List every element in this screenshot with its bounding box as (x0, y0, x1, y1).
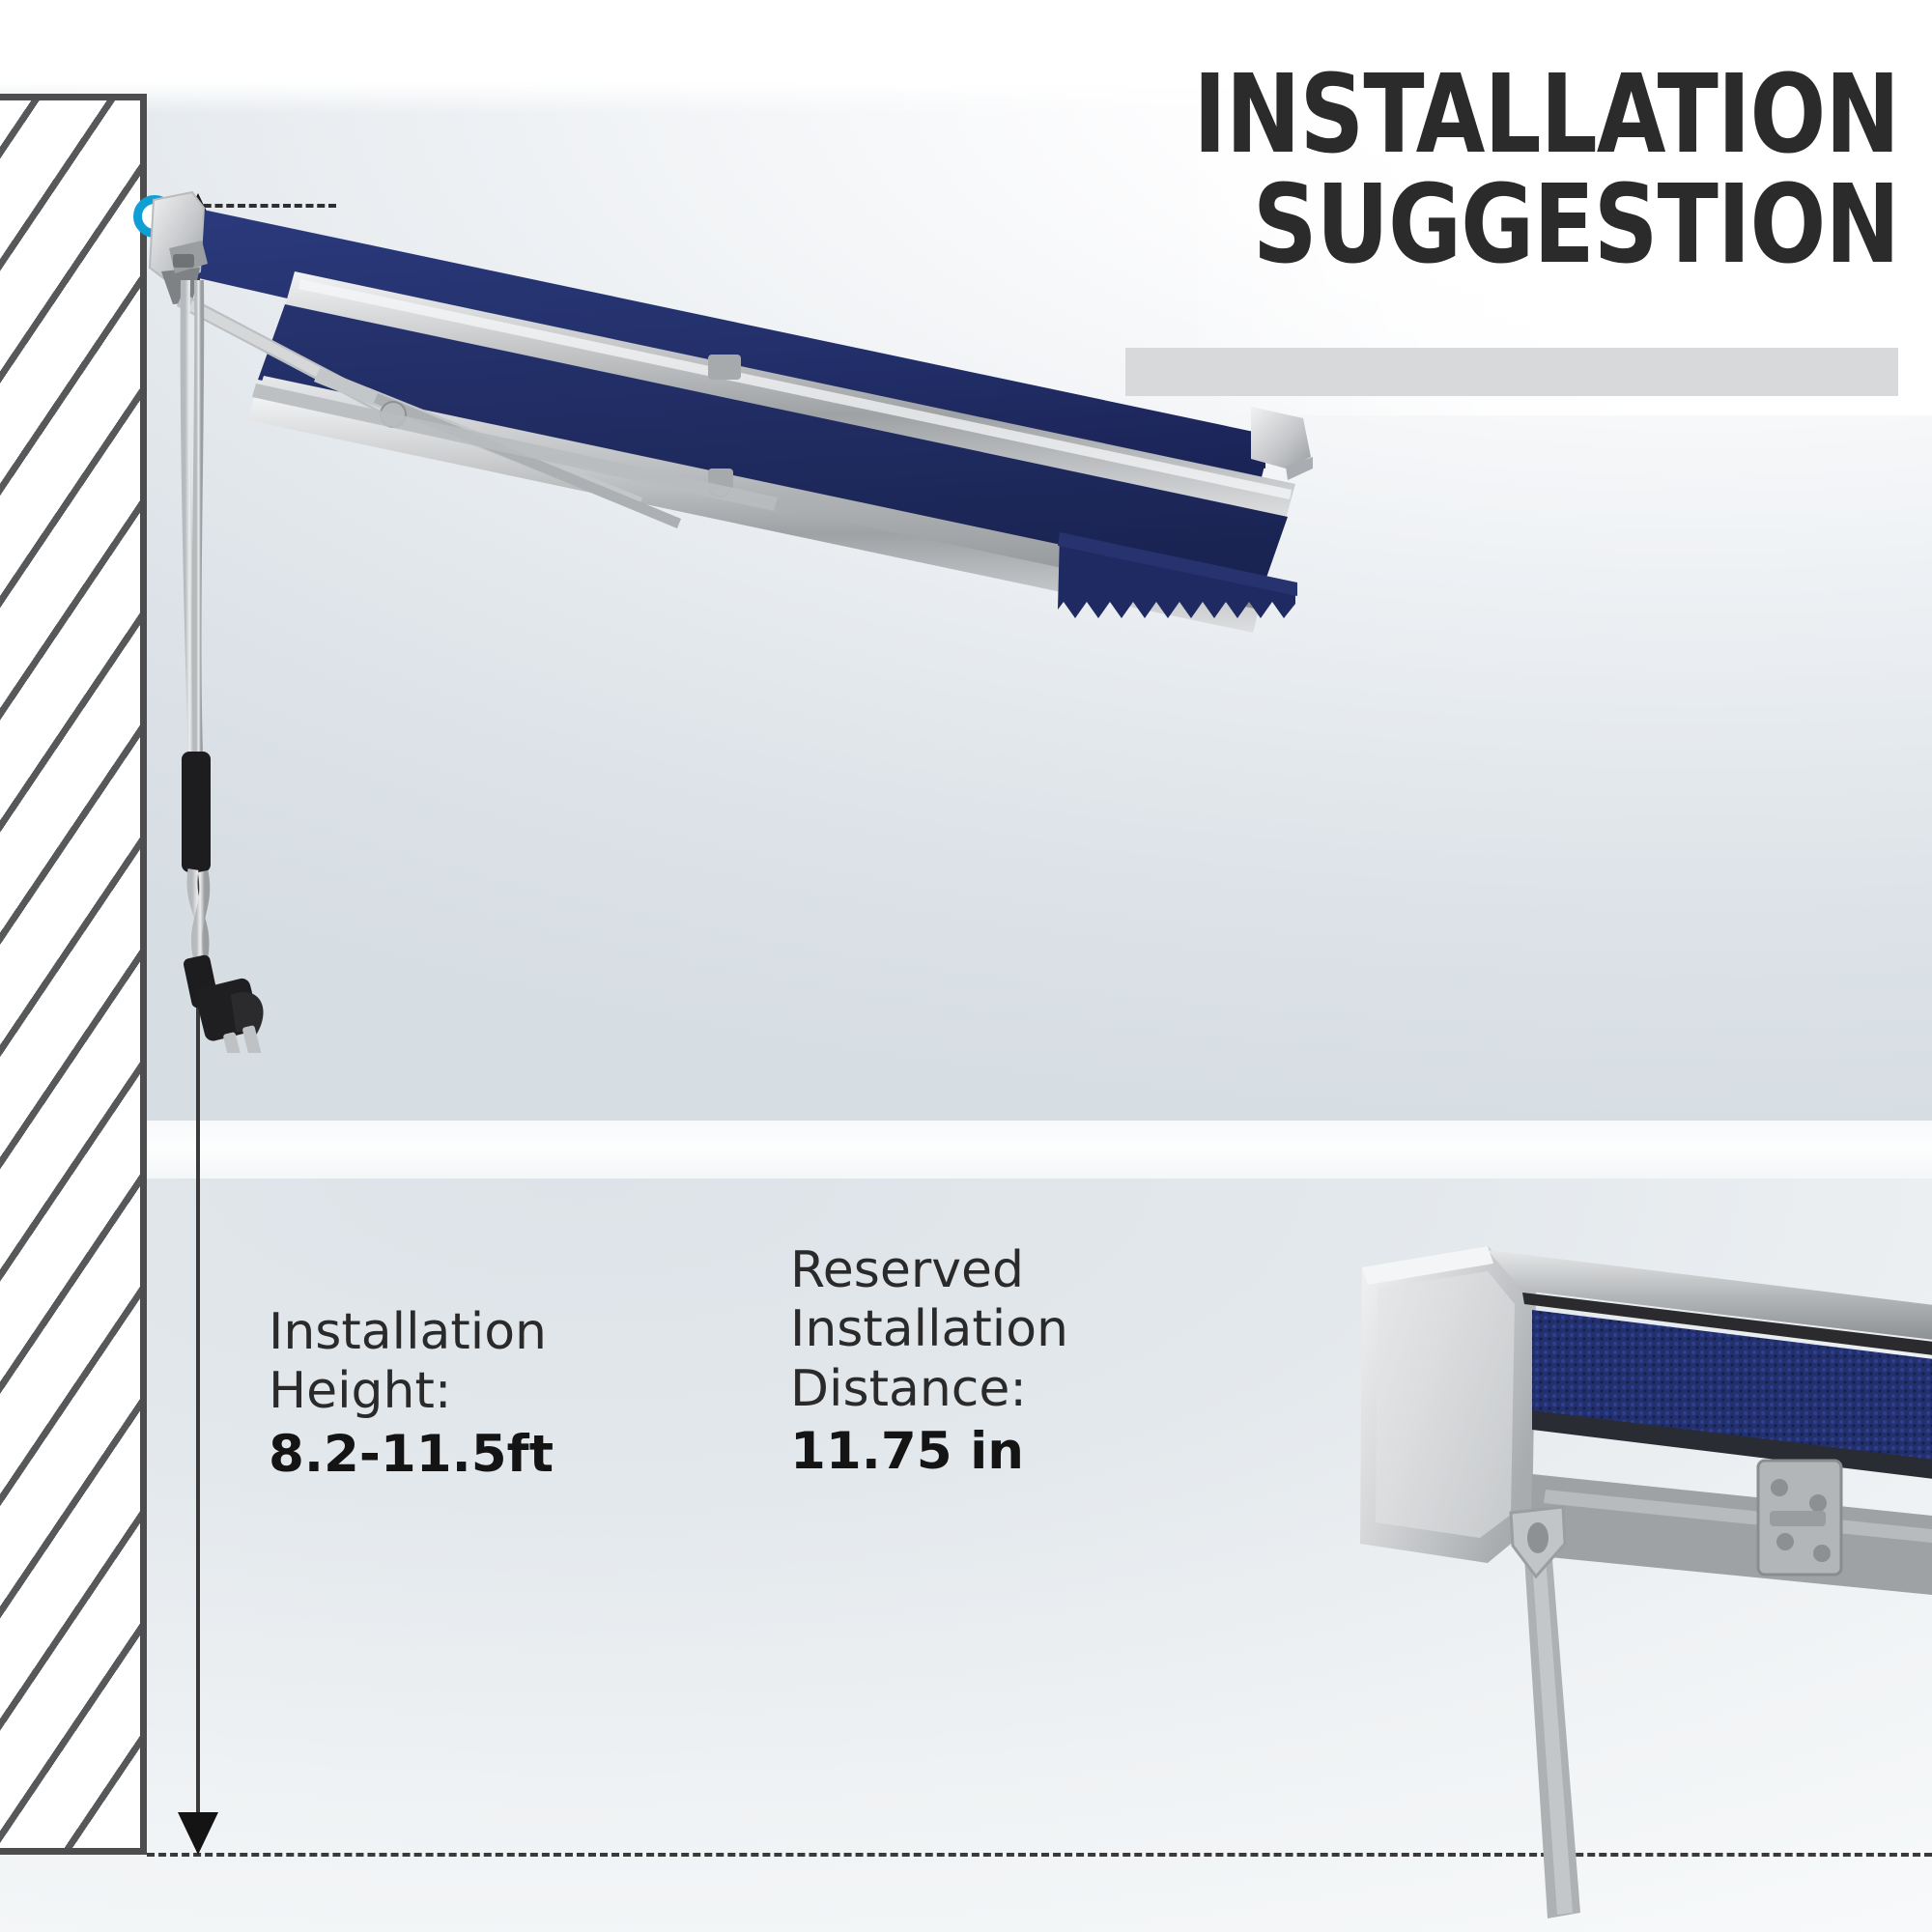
wall-hatch-pattern (0, 100, 140, 1848)
installation-height-dimension-line (196, 208, 200, 1840)
page-title-line-2: SUGGESTION (1252, 162, 1900, 289)
reserved-distance-label-line-2: Installation (790, 1300, 1069, 1359)
installation-height-label: Installation Height: 8.2-11.5ft (269, 1303, 554, 1485)
title-accent-bar (1125, 348, 1898, 396)
background-right-white-fade (1198, 0, 1932, 415)
installation-height-label-line-1: Installation (269, 1303, 548, 1361)
installation-height-value: 8.2-11.5ft (269, 1424, 554, 1484)
reserved-distance-label-line-1: Reserved (790, 1241, 1025, 1299)
dimension-arrow-down-icon (178, 1812, 218, 1855)
hatched-wall-section (0, 94, 147, 1855)
reserved-distance-value: 11.75 in (790, 1422, 1024, 1482)
reserved-distance-label: Reserved Installation Distance: 11.75 in (790, 1241, 1068, 1483)
page-title-line-1: INSTALLATION (1193, 52, 1900, 178)
mount-height-extension-line (147, 204, 336, 208)
reserved-distance-label-line-3: Distance: (790, 1359, 1027, 1418)
mounting-bracket-detail (1343, 1236, 1932, 1932)
retractable-awning (140, 179, 1377, 642)
ground-reference-line (147, 1853, 1932, 1857)
page-title: INSTALLATION SUGGESTION (759, 52, 1900, 289)
installation-height-label-line-2: Height: (269, 1362, 452, 1421)
background-horizon-band (0, 1121, 1932, 1179)
power-cord-with-plug (145, 280, 328, 1053)
